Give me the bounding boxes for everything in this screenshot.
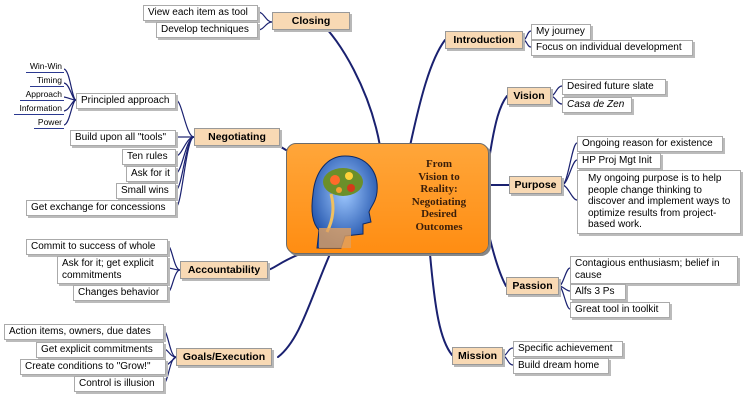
topic-introduction[interactable]: Introduction (445, 31, 523, 49)
topic-purpose[interactable]: Purpose (509, 176, 562, 194)
principled-item-win-win[interactable]: Win-Win (26, 61, 64, 73)
accountability-item-changes-behavior[interactable]: Changes behavior (73, 285, 168, 301)
mission-item-build-dream-home[interactable]: Build dream home (513, 358, 609, 374)
purpose-item-hp-proj-mgt[interactable]: HP Proj Mgt Init (577, 153, 661, 169)
negotiating-item-get-exchange[interactable]: Get exchange for concessions (26, 200, 176, 216)
topic-vision[interactable]: Vision (507, 87, 551, 105)
principled-item-approach[interactable]: Approach (20, 89, 64, 101)
principled-item-power[interactable]: Power (34, 117, 64, 129)
negotiating-item-small-wins[interactable]: Small wins (116, 183, 176, 199)
goals-item-get-explicit-commitments[interactable]: Get explicit commitments (36, 342, 164, 358)
goals-item-create-conditions[interactable]: Create conditions to "Grow!" (20, 359, 166, 375)
principled-item-information[interactable]: Information (14, 103, 64, 115)
topic-accountability[interactable]: Accountability (180, 261, 268, 279)
central-title: From Vision to Reality: Negotiating Desi… (411, 158, 467, 233)
goals-item-action-items[interactable]: Action items, owners, due dates (4, 324, 164, 340)
negotiating-item-ten-rules[interactable]: Ten rules (122, 149, 176, 165)
topic-goals-execution[interactable]: Goals/Execution (176, 348, 272, 366)
goals-item-control-is-illusion[interactable]: Control is illusion (74, 376, 164, 392)
introduction-item-my-journey[interactable]: My journey (531, 24, 591, 40)
introduction-item-focus[interactable]: Focus on individual development (531, 40, 693, 56)
topic-closing[interactable]: Closing (272, 12, 350, 30)
purpose-item-my-ongoing-purpose[interactable]: My ongoing purpose is to help people cha… (577, 170, 741, 234)
accountability-item-ask-for-it[interactable]: Ask for it; get explicit commitments (57, 256, 168, 284)
passion-item-contagious[interactable]: Contagious enthusiasm; belief in cause (570, 256, 738, 284)
closing-item-view-each-item[interactable]: View each item as tool (143, 5, 258, 21)
topic-mission[interactable]: Mission (452, 347, 503, 365)
head-brain-icon (311, 155, 378, 249)
closing-item-develop-techniques[interactable]: Develop techniques (156, 22, 258, 38)
central-topic[interactable]: From Vision to Reality: Negotiating Desi… (286, 143, 489, 254)
topic-passion[interactable]: Passion (506, 277, 559, 295)
negotiating-principled-approach[interactable]: Principled approach (76, 93, 176, 109)
passion-item-alfs-3-ps[interactable]: Alfs 3 Ps (570, 284, 626, 300)
negotiating-item-ask-for-it[interactable]: Ask for it (126, 166, 176, 182)
negotiating-item-build-upon-tools[interactable]: Build upon all "tools" (70, 130, 176, 146)
accountability-item-commit[interactable]: Commit to success of whole (26, 239, 168, 255)
passion-item-great-tool[interactable]: Great tool in toolkit (570, 302, 670, 318)
principled-item-timing[interactable]: Timing (30, 75, 64, 87)
mission-item-specific-achievement[interactable]: Specific achievement (513, 341, 623, 357)
purpose-item-ongoing-reason[interactable]: Ongoing reason for existence (577, 136, 723, 152)
vision-item-casa-de-zen[interactable]: Casa de Zen (562, 97, 632, 113)
vision-item-desired-future[interactable]: Desired future slate (562, 79, 666, 95)
topic-negotiating[interactable]: Negotiating (194, 128, 280, 146)
